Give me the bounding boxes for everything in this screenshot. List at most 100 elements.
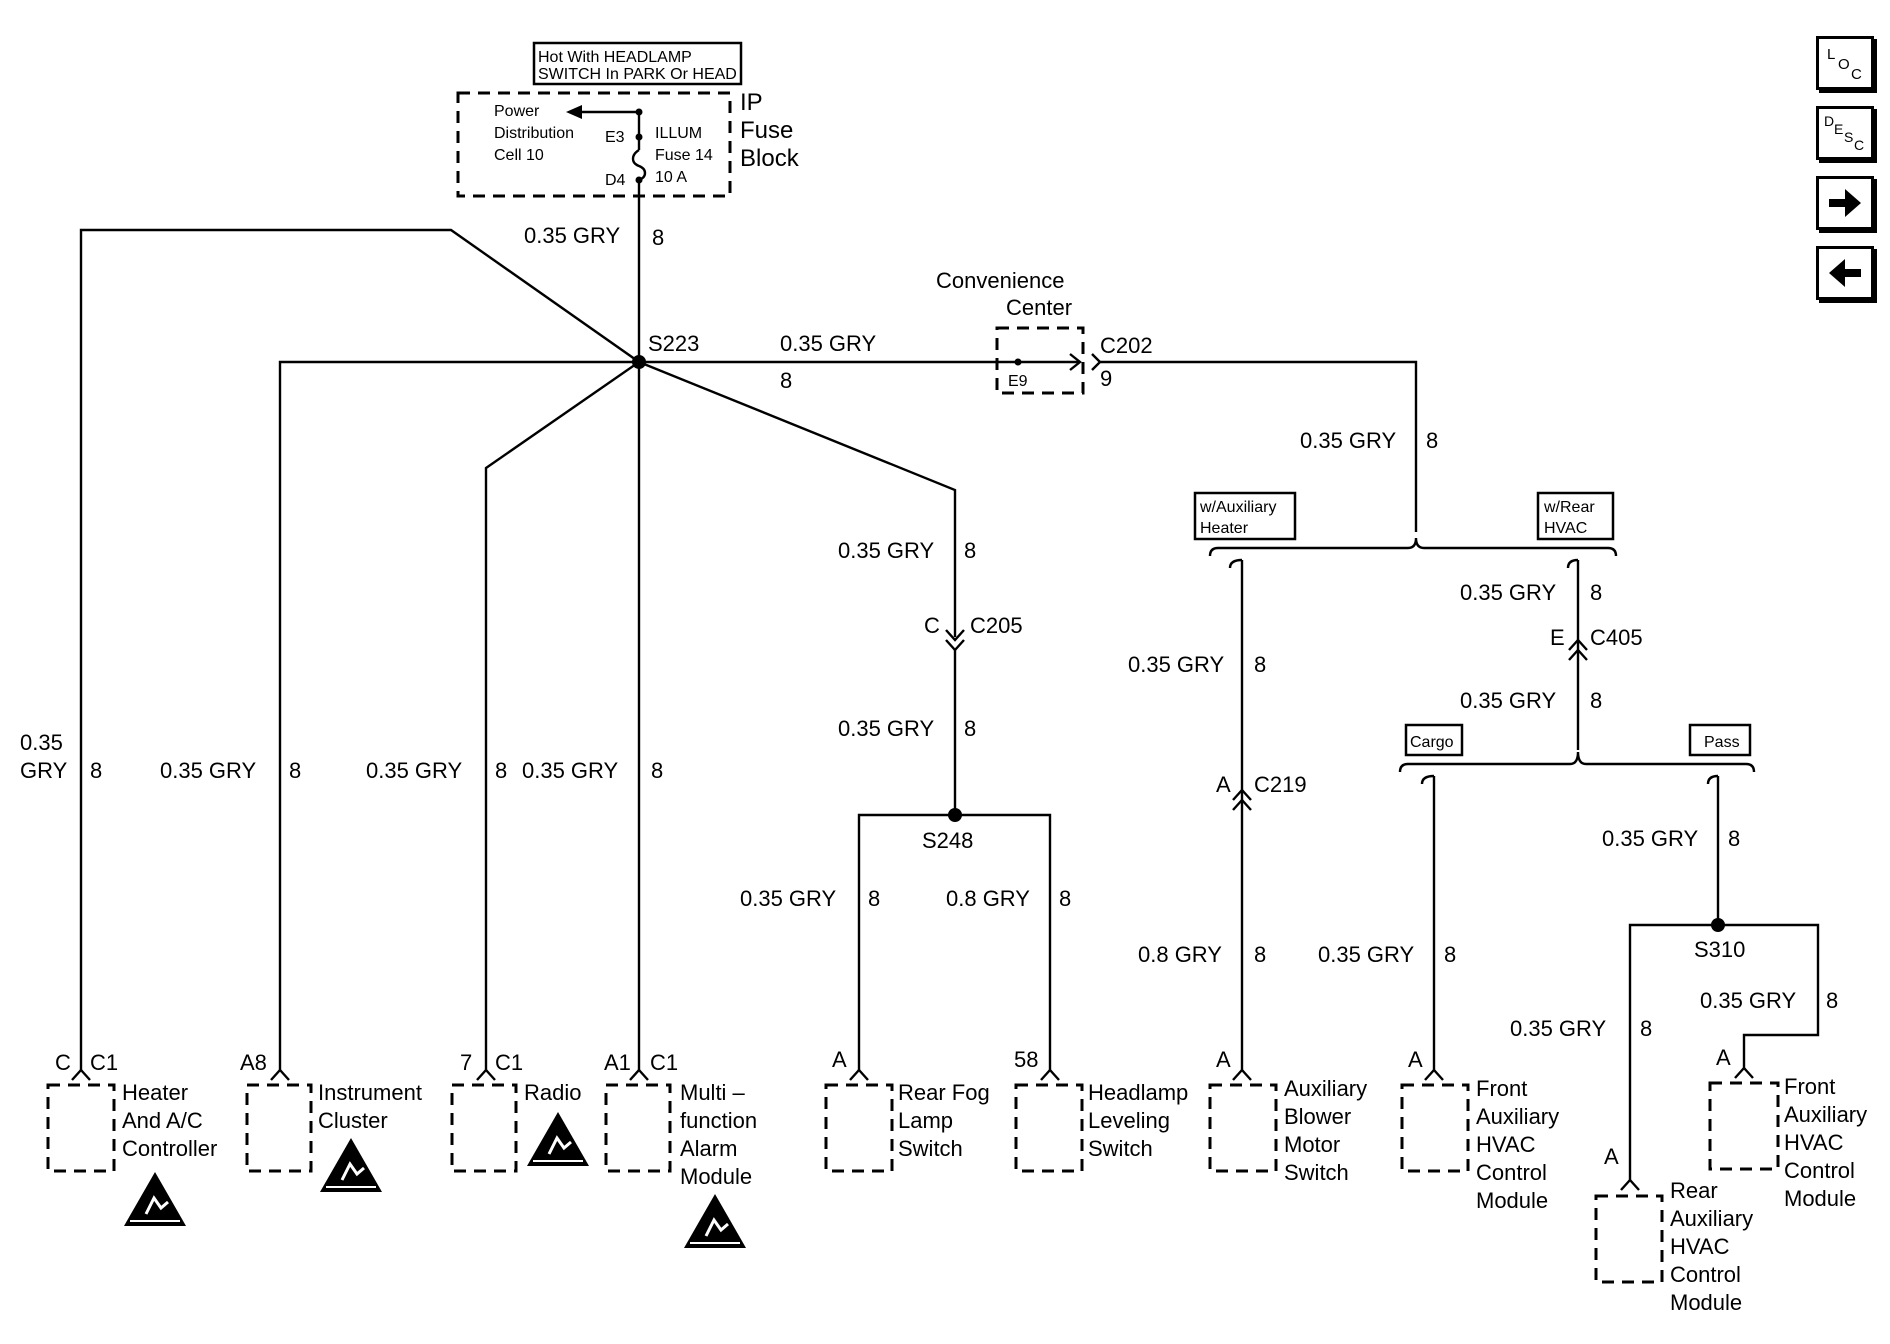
wire-pass-label: 0.35 GRY [1602, 826, 1699, 851]
wire-radio-ckt: 8 [495, 758, 507, 783]
arrow-left-icon [1829, 259, 1861, 287]
pdc-line1: Power [494, 103, 540, 120]
component-name-line: Switch [898, 1136, 963, 1161]
component-name-line: Front [1784, 1074, 1835, 1099]
terminal [1232, 1068, 1252, 1081]
cargo-tap [1420, 774, 1435, 785]
wire-to-c205-label: 0.35 GRY [838, 538, 935, 563]
wire-fog-label: 0.35 GRY [740, 886, 837, 911]
wire-alarm-label: 0.35 GRY [522, 758, 619, 783]
wire-to-c205 [638, 360, 957, 637]
connector-c219-pin: A [1216, 772, 1231, 797]
c219-lower-terminal [1232, 798, 1252, 811]
next-page-button[interactable] [1816, 176, 1874, 230]
wire-cluster-label: 0.35 GRY [160, 758, 257, 783]
fuse-line3: 10 A [655, 169, 687, 186]
component-outline [604, 1083, 672, 1173]
desc-button[interactable]: D E S C [1816, 106, 1874, 160]
component-outline [1708, 1081, 1780, 1171]
component-name-line: Rear Fog [898, 1080, 990, 1105]
wire-s310-left-label: 0.35 GRY [1510, 1016, 1607, 1041]
terminal [849, 1068, 869, 1081]
wire-to-c202-ckt: 8 [780, 368, 792, 393]
option-cargo-box [1404, 723, 1464, 757]
wire-fog-ckt: 8 [868, 886, 880, 911]
component-rear-fog-lamp-switch: A Rear Fog Lamp Switch [824, 1047, 990, 1173]
wire-pass-ckt: 8 [1728, 826, 1740, 851]
component-name-line: Alarm [680, 1136, 737, 1161]
esd-warning-icon [124, 1172, 186, 1226]
ip-fuse-block: Hot With HEADLAMP SWITCH In PARK Or HEAD… [456, 41, 800, 198]
pdc-feed-arrow [566, 105, 582, 119]
connector-c405: C405 [1590, 625, 1643, 650]
loc-letter: O [1838, 56, 1850, 73]
component-outline [450, 1083, 518, 1173]
connector-c205: C205 [970, 613, 1023, 638]
terminal [476, 1068, 496, 1081]
loc-letter: L [1827, 46, 1835, 63]
cargo-pass-bracket [1398, 751, 1756, 773]
hot-note-box [532, 41, 743, 86]
fuse-block-outline [456, 91, 732, 198]
wire-s310-left-ckt: 8 [1640, 1016, 1652, 1041]
connector-c405-pin: E [1550, 625, 1565, 650]
pin-d4: D4 [605, 172, 626, 189]
component-name-line: Instrument [318, 1080, 422, 1105]
component-outline [1014, 1083, 1084, 1173]
component-outline [824, 1083, 894, 1173]
pass-tap [1706, 774, 1719, 785]
s223-wiring: 0.35 GRY 8 S223 0.35 GRY 8 0.35 GRY 8 0.… [20, 180, 1080, 1070]
convenience-center: Convenience Center E9 C202 9 0.35 GRY 8 [936, 268, 1438, 532]
option-aux-heater-box [1193, 491, 1297, 541]
component-pin: A [832, 1047, 847, 1072]
connector-c202: C202 [1100, 333, 1153, 358]
terminal [1424, 1068, 1444, 1081]
c202-male-terminal [1069, 353, 1082, 371]
component-name-line: Control [1784, 1158, 1855, 1183]
component-pin: 58 [1014, 1047, 1038, 1072]
component-multifunction-alarm-module: A1 C1 Multi – function Alarm Module [604, 1050, 757, 1248]
component-auxiliary-blower-motor-switch: A Auxiliary Blower Motor Switch [1208, 1047, 1367, 1185]
component-name-line: HVAC [1476, 1132, 1536, 1157]
fuse-line2: Fuse 14 [655, 147, 713, 164]
c205-branch: 0.35 GRY 8 C C205 0.35 GRY 8 S248 0.35 G… [740, 538, 1071, 1070]
loc-button[interactable]: L O C [1816, 36, 1874, 90]
component-name-line: Switch [1088, 1136, 1153, 1161]
component-name-line: HVAC [1670, 1234, 1730, 1259]
component-name-line: function [680, 1108, 757, 1133]
wire-leveling-label: 0.8 GRY [946, 886, 1030, 911]
component-instrument-cluster: A8 Instrument Cluster [240, 1050, 422, 1192]
component-outline [1594, 1194, 1664, 1284]
wire-to-c202-label: 0.35 GRY [780, 331, 877, 356]
wire-aux-upper-ckt: 8 [1254, 652, 1266, 677]
splice-s223: S223 [648, 331, 699, 356]
component-rear-aux-hvac-module: A Rear Auxiliary HVAC Control Module [1594, 1144, 1753, 1315]
fuse-block-title-line2: Fuse [740, 117, 793, 144]
component-name-line: Radio [524, 1080, 581, 1105]
pin-e3: E3 [605, 129, 625, 146]
fuse-14-symbol [631, 148, 647, 182]
splice-s248: S248 [922, 828, 973, 853]
option-rear-hvac-line1: w/Rear [1543, 499, 1595, 516]
esd-warning-icon [320, 1138, 382, 1192]
wire-heater-label-line2: GRY [20, 758, 68, 783]
wire-cargo-label: 0.35 GRY [1318, 942, 1415, 967]
component-name-line: Headlamp [1088, 1080, 1188, 1105]
c219-upper-terminal [1232, 788, 1252, 801]
component-pin: A [1408, 1047, 1423, 1072]
component-outline [1208, 1083, 1278, 1173]
rear-hvac-tap [1566, 558, 1579, 569]
component-name-line: HVAC [1784, 1130, 1844, 1155]
option-pass-box [1688, 723, 1752, 757]
hot-note-line1: Hot With HEADLAMP [538, 49, 692, 66]
wire-c205-to-s248-label: 0.35 GRY [838, 716, 935, 741]
component-pin: A1 [604, 1050, 631, 1075]
component-name-line: Module [680, 1164, 752, 1189]
prev-page-button[interactable] [1816, 246, 1874, 300]
wire-c202-out-ckt: 8 [1426, 428, 1438, 453]
component-pin: A [1604, 1144, 1619, 1169]
component-name-line: Front [1476, 1076, 1527, 1101]
convenience-center-line2: Center [1006, 295, 1072, 320]
wire-main-feed-ckt: 8 [652, 225, 664, 250]
option-bus-bracket [1208, 537, 1618, 557]
